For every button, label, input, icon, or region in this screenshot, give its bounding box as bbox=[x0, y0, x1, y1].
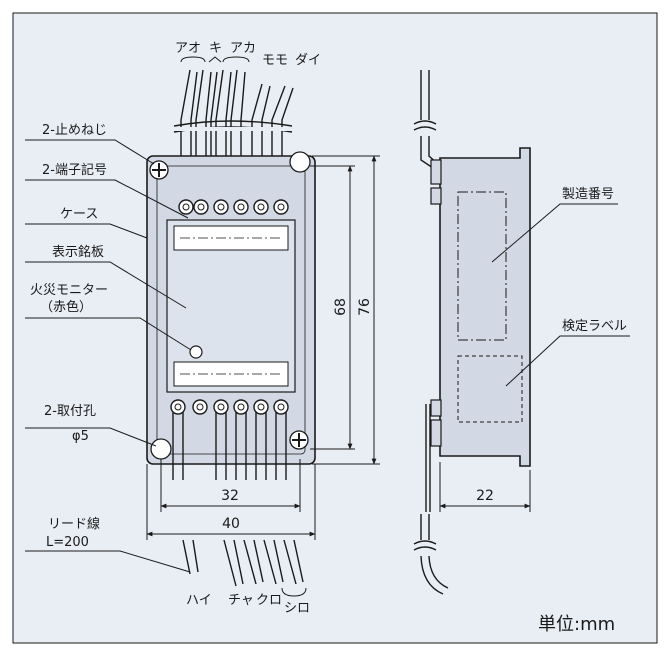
label-terminal-code: 2-端子記号 bbox=[42, 162, 107, 178]
unit-label: 単位:mm bbox=[538, 614, 615, 635]
wire-color-ao: アオ bbox=[175, 41, 201, 56]
side-bracket-top bbox=[430, 159, 442, 205]
front-view: アオ キ アカ モモ ダイ bbox=[25, 41, 380, 616]
label-mount-hole: 2-取付孔 bbox=[44, 404, 96, 419]
serial-number-area bbox=[457, 191, 507, 341]
label-lead-wire-length: L=200 bbox=[46, 535, 89, 550]
device-inner-frame bbox=[156, 165, 306, 455]
label-screw: 2-止めねじ bbox=[42, 123, 107, 138]
mount-hole-bottom-left bbox=[150, 438, 172, 460]
label-fire-monitor: 火災モニター bbox=[30, 283, 108, 298]
wire-color-aka: アカ bbox=[230, 41, 256, 56]
leader-lines-front bbox=[25, 139, 192, 573]
dimension-22: 22 bbox=[476, 488, 494, 504]
label-lead-wire: リード線 bbox=[48, 516, 100, 532]
dimension-68: 68 bbox=[333, 298, 349, 316]
dimension-40: 40 bbox=[222, 516, 240, 532]
leader-lines-side bbox=[491, 203, 630, 387]
top-color-brackets bbox=[180, 56, 250, 63]
dimension-lines-horizontal bbox=[146, 459, 316, 540]
top-terminals bbox=[178, 199, 289, 215]
label-inspection: 検定ラベル bbox=[562, 319, 627, 334]
wire-color-ki: キ bbox=[209, 41, 222, 56]
side-body bbox=[439, 147, 531, 467]
screw-top-left bbox=[149, 160, 169, 180]
side-view: 22 製造番号 検定ラベル bbox=[413, 70, 630, 595]
side-bracket-bottom bbox=[430, 399, 442, 447]
wire-color-cha: チャ bbox=[228, 593, 254, 608]
dimension-lines-vertical bbox=[310, 155, 380, 465]
bottom-wire-bundle bbox=[172, 412, 304, 587]
label-case: ケース bbox=[60, 207, 98, 222]
label-mount-hole-diameter: φ5 bbox=[72, 429, 89, 444]
label-fire-monitor-color: （赤色） bbox=[40, 299, 92, 315]
dimension-76: 76 bbox=[357, 298, 373, 316]
dimension-32: 32 bbox=[221, 488, 239, 504]
bottom-terminals bbox=[170, 399, 289, 415]
mount-hole-top-right bbox=[289, 151, 311, 173]
dimension-line-22 bbox=[439, 462, 531, 512]
wire-color-kuro: クロ bbox=[256, 593, 282, 608]
wire-color-hai: ハイ bbox=[186, 593, 212, 608]
wire-color-dai: ダイ bbox=[295, 53, 321, 68]
wire-color-momo: モモ bbox=[262, 53, 288, 68]
fire-monitor-led bbox=[189, 345, 203, 359]
inspection-label-area bbox=[457, 355, 523, 423]
wire-color-shiro: シロ bbox=[284, 601, 310, 616]
screw-bottom-right bbox=[289, 430, 309, 450]
label-nameplate: 表示銘板 bbox=[52, 245, 104, 260]
label-serial-number: 製造番号 bbox=[562, 187, 614, 202]
background-panel bbox=[12, 12, 658, 644]
